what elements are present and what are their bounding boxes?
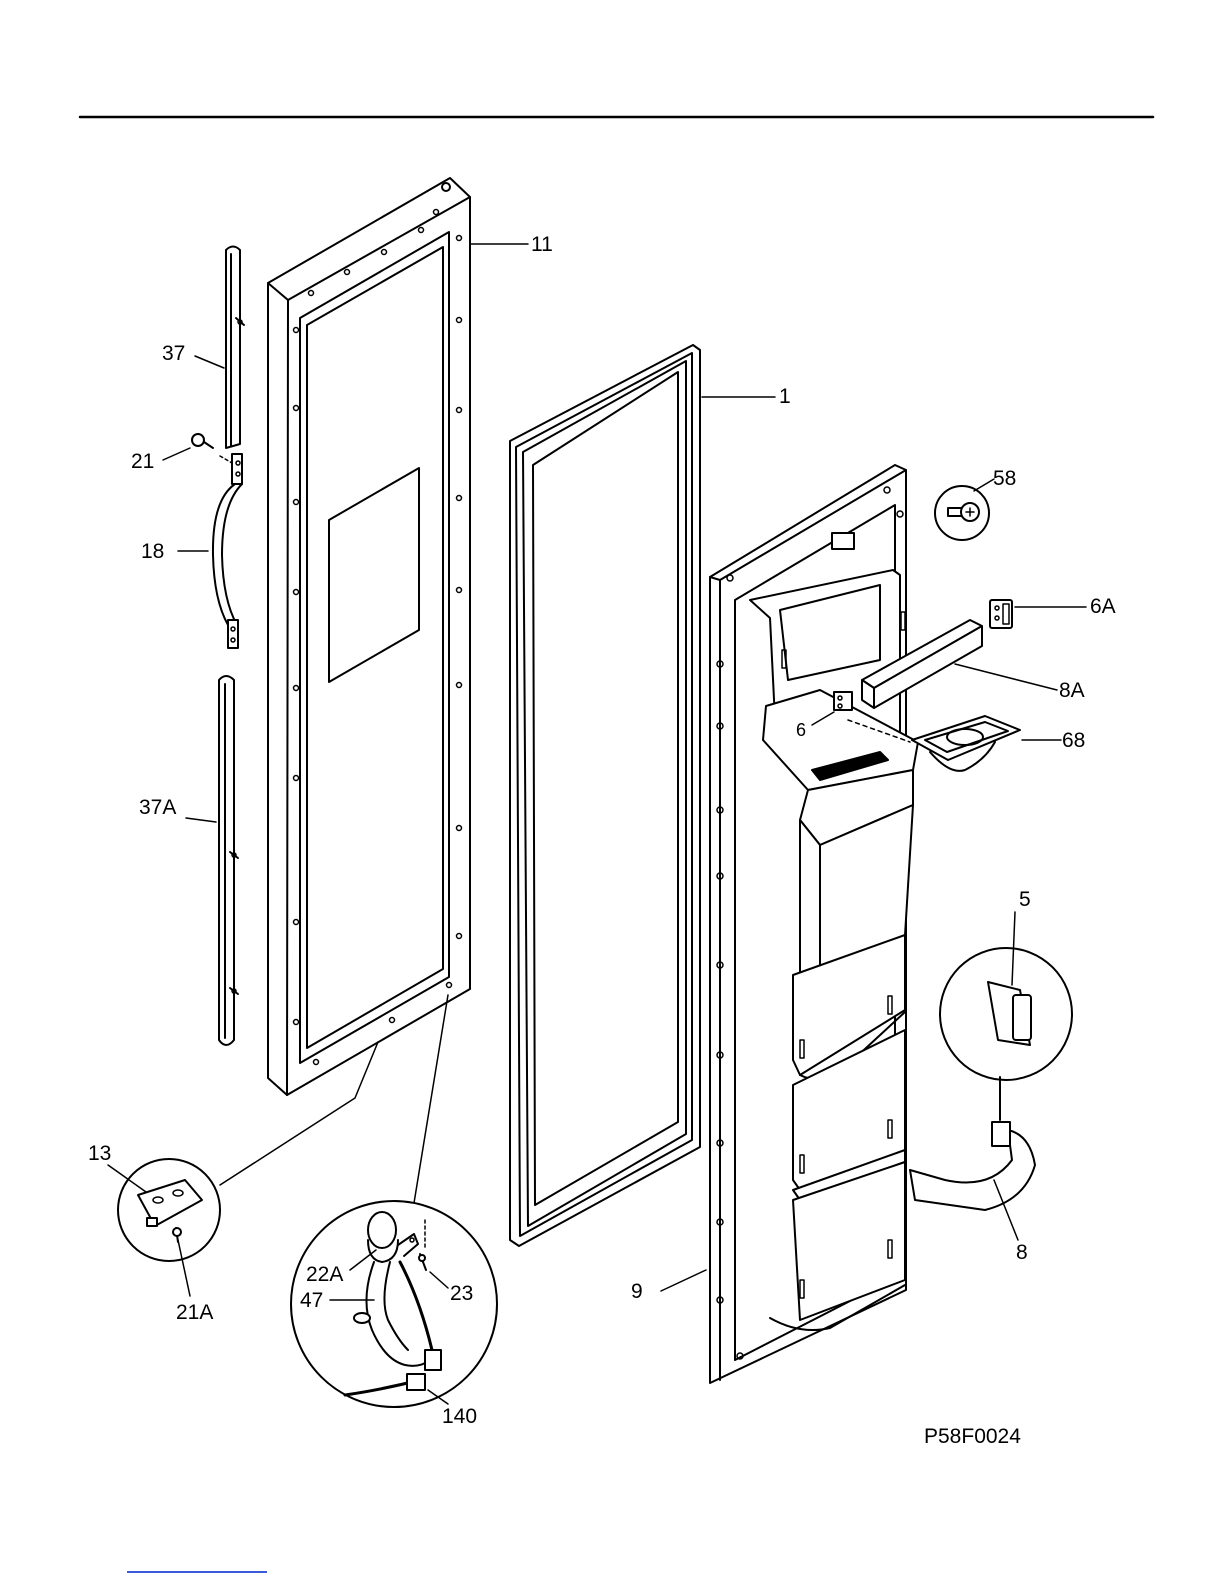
trim-strip-37A bbox=[219, 676, 238, 1045]
callout-140: 140 bbox=[442, 1405, 477, 1428]
callout-1: 1 bbox=[779, 385, 791, 408]
callout-8A: 8A bbox=[1059, 679, 1085, 702]
door-panel-11 bbox=[268, 178, 470, 1095]
callout-37A: 37A bbox=[139, 796, 176, 819]
callout-18: 18 bbox=[141, 540, 164, 563]
callout-23: 23 bbox=[450, 1282, 473, 1305]
trim-strip-37 bbox=[226, 247, 244, 449]
bracket-8 bbox=[910, 1122, 1035, 1210]
callout-47: 47 bbox=[300, 1289, 323, 1312]
latch-6A bbox=[990, 600, 1012, 628]
hinge-13-detail bbox=[118, 1159, 220, 1261]
callout-6: 6 bbox=[796, 720, 806, 740]
callout-21A: 21A bbox=[176, 1301, 213, 1324]
callout-13: 13 bbox=[88, 1142, 111, 1165]
dispenser-panel-9 bbox=[710, 465, 918, 1383]
callout-37: 37 bbox=[162, 342, 185, 365]
latch-6 bbox=[834, 692, 852, 710]
callout-68: 68 bbox=[1062, 729, 1085, 752]
bottom-link-underline[interactable] bbox=[127, 1571, 267, 1573]
callout-11: 11 bbox=[531, 233, 553, 256]
callout-5: 5 bbox=[1019, 888, 1031, 911]
callout-8: 8 bbox=[1016, 1241, 1028, 1264]
callout-6A: 6A bbox=[1090, 595, 1116, 618]
callout-9: 9 bbox=[631, 1280, 643, 1303]
callout-21: 21 bbox=[131, 450, 154, 473]
clip-5-detail bbox=[940, 948, 1072, 1120]
screw-58-detail bbox=[935, 486, 989, 540]
handle-18 bbox=[213, 454, 242, 648]
screw-21 bbox=[192, 434, 213, 448]
gasket-1 bbox=[510, 345, 700, 1246]
callout-22A: 22A bbox=[306, 1263, 343, 1286]
drawing-id: P58F0024 bbox=[924, 1425, 1021, 1448]
callout-58: 58 bbox=[993, 467, 1016, 490]
